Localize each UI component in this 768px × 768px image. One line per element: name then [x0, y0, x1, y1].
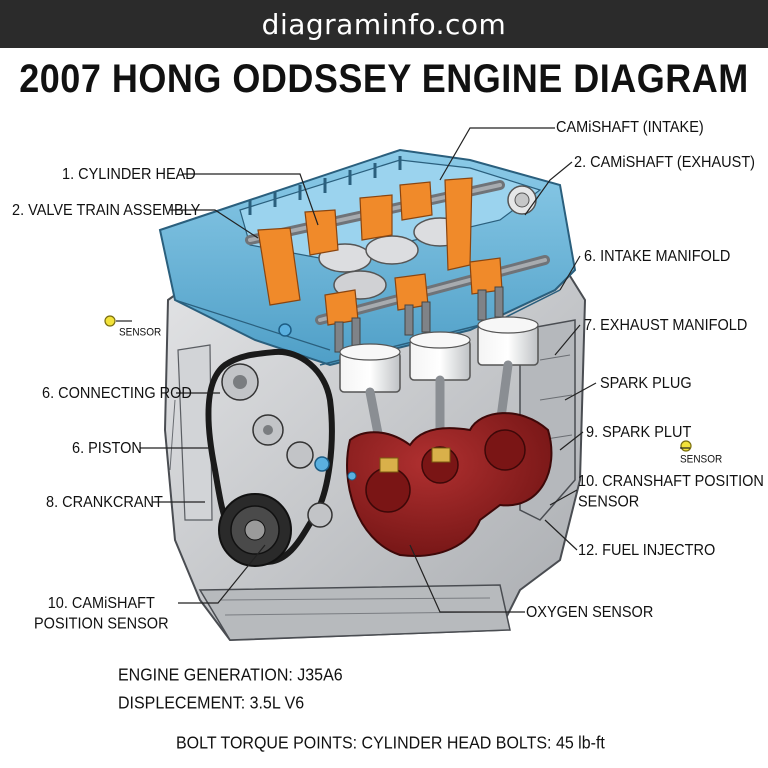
piston-2 — [409, 331, 471, 381]
timing-belt — [205, 348, 335, 565]
sensor-marker-right — [680, 440, 692, 452]
label-sensor-left: SENSOR — [119, 327, 162, 339]
label-oxygen-sensor: OXYGEN SENSOR — [526, 604, 654, 622]
crankshaft — [346, 412, 553, 557]
pistons — [339, 316, 539, 393]
piston-1 — [339, 343, 401, 393]
info-bolt-torque: BOLT TORQUE POINTS: CYLINDER HEAD BOLTS:… — [176, 734, 605, 754]
sensor-dot-left — [278, 323, 292, 337]
label-exhaust-manifold: 7. EXHAUST MANIFOLD — [584, 317, 748, 335]
info-displacement: DISPLECEMENT: 3.5L V6 — [118, 694, 305, 714]
label-spark-plug: SPARK PLUG — [600, 375, 692, 393]
leader-lines — [116, 127, 690, 613]
label-fuel-injector: 12. FUEL INJECTRO — [578, 542, 716, 560]
page-title: 2007 HONG ODDSSEY ENGINE DIAGRAM — [19, 55, 749, 101]
site-name: diagraminfo.com — [261, 7, 507, 41]
crank-pulley — [218, 493, 292, 567]
label-intake-manifold: 6. INTAKE MANIFOLD — [584, 248, 731, 266]
label-cylinder-head: 1. CYLINDER HEAD — [62, 166, 196, 184]
label-spark-plut: 9. SPARK PLUT — [586, 424, 692, 442]
sensor-marker-left — [104, 315, 116, 327]
label-camshaft-intake: CAMiSHAFT (INTAKE) — [556, 119, 704, 137]
label-camshaft-exhaust: 2. CAMiSHAFT (EXHAUST) — [574, 154, 756, 172]
sensor-dot-crank — [347, 471, 357, 481]
label-sensor-right: SENSOR — [680, 454, 723, 466]
label-valve-train: 2. VALVE TRAIN ASSEMBLY — [12, 202, 201, 220]
piston-3 — [477, 316, 539, 366]
info-engine-generation: ENGINE GENERATION: J35A6 — [118, 666, 343, 686]
label-crankcrant: 8. CRANKCRANT — [46, 494, 163, 512]
site-header: diagraminfo.com — [0, 0, 768, 48]
label-connecting-rod: 6. CONNECTING ROD — [42, 385, 192, 403]
label-crankshaft-sensor: 10. CRANSHAFT POSITION SENSOR — [578, 473, 764, 511]
label-camshaft-position-sensor: 10. CAMiSHAFT POSITION SENSOR — [34, 595, 169, 633]
valve-train — [257, 177, 504, 353]
sensor-dot-cam — [314, 456, 330, 472]
label-piston: 6. PISTON — [72, 440, 142, 458]
